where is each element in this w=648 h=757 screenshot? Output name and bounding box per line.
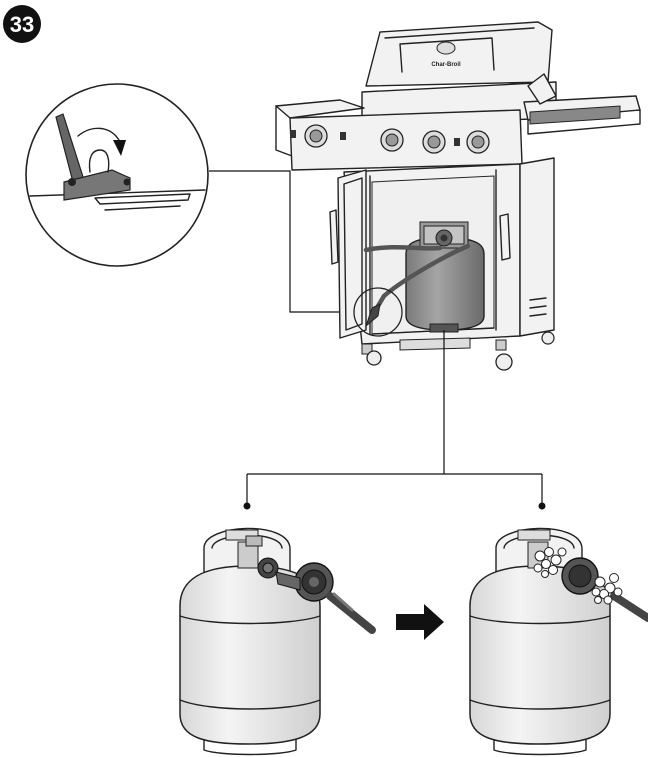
detail-callout [25,83,209,267]
caster-rear-right [541,331,555,345]
step-number: 33 [10,12,34,37]
step-badge: 33 [3,5,41,43]
burner-knob-3 [422,130,446,154]
gas-hose [369,243,471,319]
leader-dot-right [538,502,546,510]
callout-leader-line [209,170,358,313]
grill-logo: Char-Broil [431,62,461,68]
right-arrow-icon [396,604,444,640]
rotate-arrow-icon [77,127,121,143]
grill: Char-Broil [275,21,641,371]
burner-knob-1 [304,124,328,148]
leader-tree [243,330,546,510]
propane-tank-after [469,527,648,756]
side-shelf-grate [529,105,621,125]
side-handle [499,213,511,261]
coupling-nut [257,557,279,579]
regulator [275,562,334,602]
regulator-after [561,557,599,595]
magnified-spot-circle [353,287,403,337]
caster-front-right [495,339,513,371]
rotate-arrow-head [113,140,126,156]
step-badge-circle [3,5,41,43]
grill-logo-badge [436,41,456,55]
leak-test-bubbles [533,547,623,605]
burner-knob-2 [380,128,404,152]
leader-dot-left [243,502,251,510]
propane-tank-before [179,527,376,756]
door-handle [329,209,339,265]
burner-knob-4 [466,130,490,154]
caster-front-left [361,343,382,366]
